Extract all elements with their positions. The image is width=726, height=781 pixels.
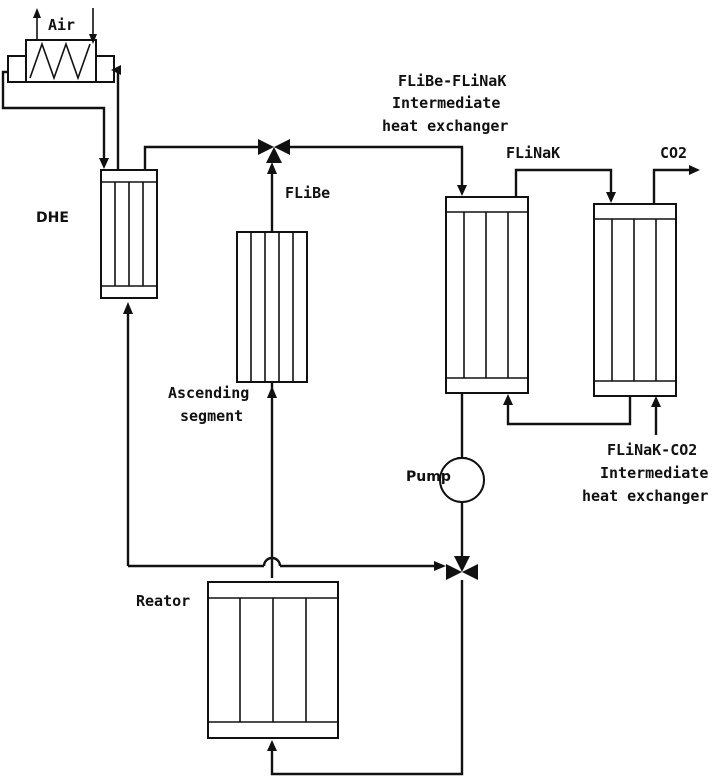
dhe-return-up-arrow [123, 302, 133, 314]
flibe-flinak-exchanger [445, 196, 529, 394]
co2-label: CO2 [660, 144, 687, 162]
air-cooler-coil [29, 41, 91, 81]
flibe-flinak-hx-line3: heat exchanger [382, 117, 508, 135]
dhe-return-arrow [434, 561, 446, 571]
dhe-to-cooler-pipe [114, 68, 120, 170]
flinak-co2-exchanger [593, 203, 677, 397]
bottom-three-way-valve [446, 556, 478, 580]
header-to-hx-pipe [290, 145, 464, 188]
air-label: Air [48, 16, 75, 34]
flibe-label: FLiBe [285, 184, 330, 202]
dhe-label: DHE [36, 210, 69, 226]
flinak-co2-hx-line3: heat exchanger [582, 487, 708, 505]
ascending-label-line2: segment [180, 407, 243, 425]
ascending-segment [236, 231, 308, 383]
flinak-label: FLiNaK [506, 144, 560, 162]
dhe-to-cooler-arrow [111, 65, 121, 75]
co2-outlet-arrow [689, 165, 700, 175]
riser-up-arrow [267, 162, 277, 174]
flinak-return-arrow [503, 394, 513, 405]
flibe-flinak-hx-line1: FLiBe-FLiNaK [398, 72, 506, 90]
air-cooler [7, 8, 115, 83]
flinak-return-pipe [506, 396, 632, 426]
co2-inlet-arrow [651, 396, 661, 407]
cooler-to-dhe-arrow [99, 158, 109, 169]
reactor-label: Reator [136, 592, 190, 610]
dhe-outlet-pipe [143, 145, 258, 170]
flinak-link-arrow [606, 192, 616, 203]
air-up-arrow [33, 8, 41, 18]
air-down-arrow [89, 34, 97, 44]
header-to-hx-arrow [457, 185, 467, 196]
reactor-inlet-arrow [267, 740, 277, 751]
valve-to-reactor-pipe [270, 580, 464, 776]
reactor-core [207, 581, 339, 739]
co2-outlet-pipe [652, 168, 690, 204]
flinak-link-pipe [514, 168, 613, 197]
ascending-label-line1: Ascending [168, 384, 249, 402]
flinak-co2-hx-line1: FLiNaK-CO2 [607, 441, 697, 459]
dhe-exchanger [100, 169, 158, 299]
riser-mid-arrow [267, 386, 277, 398]
crossover-hop [262, 556, 282, 567]
cooler-to-dhe-pipe [1, 70, 106, 162]
pump-label: Pump [406, 469, 451, 485]
top-three-way-valve [258, 139, 290, 163]
flinak-co2-hx-line2: Intermediate [600, 464, 708, 482]
flibe-flinak-hx-line2: Intermediate [392, 94, 500, 112]
